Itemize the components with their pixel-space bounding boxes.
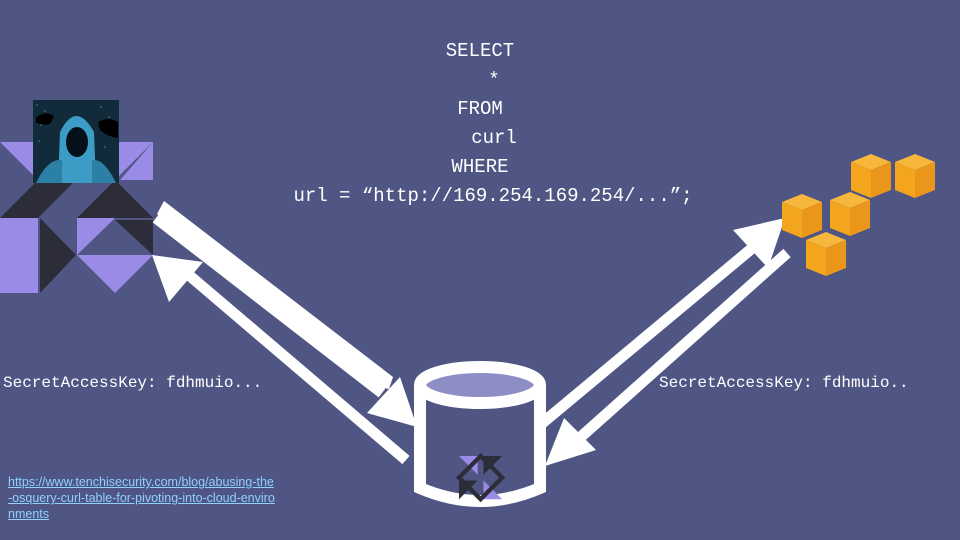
secret-key-label-right: SecretAccessKey: fdhmuio.. <box>659 374 909 392</box>
response-arrow-left <box>152 255 410 465</box>
reference-link[interactable]: https://www.tenchisecurity.com/blog/abus… <box>8 474 338 522</box>
secret-key-label-left: SecretAccessKey: fdhmuio... <box>3 374 262 392</box>
reference-link-line-1[interactable]: https://www.tenchisecurity.com/blog/abus… <box>8 475 274 489</box>
osquery-logo <box>0 142 153 293</box>
response-arrow-right <box>545 248 791 466</box>
reference-link-line-2[interactable]: -osquery-curl-table-for-pivoting-into-cl… <box>8 491 275 505</box>
osquery-small-icon <box>455 452 506 503</box>
sql-condition: url = “http://169.254.169.254/...”; <box>293 185 692 207</box>
sql-query: SELECT * FROM curl WHERE url = “http://1… <box>293 40 692 207</box>
request-arrow-left <box>152 201 417 427</box>
sql-select: SELECT <box>446 40 514 62</box>
sql-table: curl <box>471 127 517 149</box>
sql-from: FROM <box>457 98 503 120</box>
sql-where: WHERE <box>451 156 508 178</box>
aws-cubes-logo <box>782 154 935 276</box>
reference-link-line-3[interactable]: nments <box>8 507 49 521</box>
hooded-hacker-image <box>33 100 119 183</box>
database-cylinder-icon <box>414 361 546 507</box>
request-arrow-right <box>536 218 785 430</box>
sql-star: * <box>488 69 499 91</box>
